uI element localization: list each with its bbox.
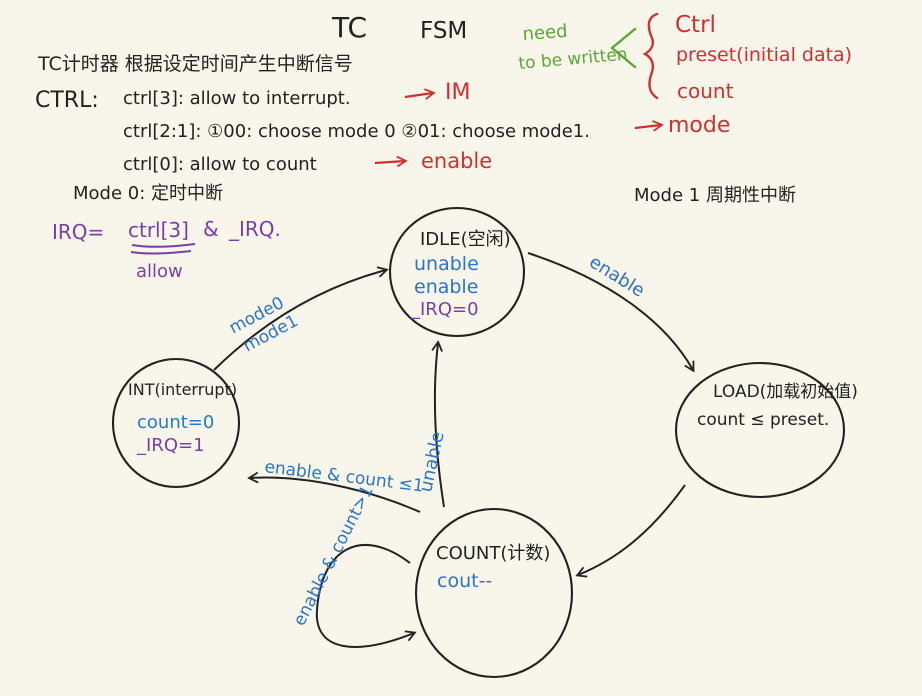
irq-formula: IRQ= ctrl[3] & _IRQ. allow bbox=[52, 217, 281, 282]
ctrl-line-3-arrow bbox=[404, 88, 436, 100]
transition-count-self-loop-label: enable & count>1 bbox=[290, 482, 378, 629]
state-load-title: LOAD(加载初始值) bbox=[713, 382, 858, 402]
need-item-count: count bbox=[677, 79, 734, 103]
state-idle-line1: unable bbox=[414, 253, 479, 275]
irq-note-allow: allow bbox=[136, 261, 183, 282]
subtitle: TC计时器 根据设定时间产生中断信号 bbox=[37, 53, 353, 75]
state-idle: IDLE(空闲) unable enable _IRQ=0 bbox=[388, 206, 526, 338]
red-brace bbox=[642, 12, 659, 100]
state-load-circle bbox=[674, 361, 846, 499]
transition-count-self-loop bbox=[315, 544, 417, 648]
state-idle-line2: enable bbox=[414, 276, 478, 298]
state-idle-title: IDLE(空闲) bbox=[420, 229, 511, 250]
irq-underline-2 bbox=[130, 250, 192, 255]
mode0-label: Mode 0: 定时中断 bbox=[73, 183, 223, 204]
transition-load-to-count bbox=[575, 484, 686, 578]
state-count-title: COUNT(计数) bbox=[436, 543, 550, 564]
state-int-title: INT(interrupt) bbox=[128, 380, 237, 399]
title-right: FSM bbox=[420, 18, 467, 44]
irq-and: & bbox=[203, 217, 219, 241]
need-to-be-written-block: need to be written Ctrl preset(initial d… bbox=[518, 12, 852, 103]
transition-count-to-int-label: enable & count ≤1 bbox=[263, 457, 424, 496]
irq-lhs: IRQ= bbox=[52, 220, 104, 244]
state-int-line1: count=0 bbox=[137, 412, 214, 433]
green-angle bbox=[610, 27, 637, 69]
ctrl-line-3: ctrl[3]: allow to interrupt. bbox=[123, 88, 351, 109]
ctrl-line-21-target: mode bbox=[668, 113, 730, 138]
irq-term2: _IRQ. bbox=[228, 217, 281, 241]
state-count: COUNT(计数) cout-- bbox=[414, 507, 574, 679]
header: TC FSM TC计时器 根据设定时间产生中断信号 bbox=[37, 11, 467, 75]
ctrl-line-21: ctrl[2:1]: ①00: choose mode 0 ②01: choos… bbox=[123, 121, 590, 142]
need-label-line1: need bbox=[522, 21, 568, 45]
title-left: TC bbox=[331, 11, 367, 44]
state-idle-line3: _IRQ=0 bbox=[410, 299, 479, 320]
ctrl-line-3-target: IM bbox=[445, 80, 470, 105]
mode1-label: Mode 1 周期性中断 bbox=[634, 185, 796, 206]
transition-int-to-idle bbox=[213, 266, 389, 371]
state-int-circle bbox=[111, 357, 241, 489]
need-item-ctrl: Ctrl bbox=[675, 12, 716, 38]
state-count-circle bbox=[414, 507, 574, 679]
irq-underline-1 bbox=[131, 243, 196, 248]
transition-idle-to-load bbox=[527, 252, 695, 373]
ctrl-line-0: ctrl[0]: allow to count bbox=[123, 154, 317, 175]
state-int-line2: _IRQ=1 bbox=[136, 435, 205, 456]
state-load-line1: count ≤ preset. bbox=[697, 410, 829, 430]
transition-count-to-int bbox=[247, 471, 421, 513]
transition-count-to-idle bbox=[431, 340, 445, 508]
need-item-preset: preset(initial data) bbox=[676, 44, 852, 66]
state-idle-circle bbox=[388, 206, 526, 338]
ctrl-line-0-target: enable bbox=[421, 149, 492, 173]
ctrl-section: CTRL: ctrl[3]: allow to interrupt. IM ct… bbox=[35, 80, 730, 175]
irq-term1: ctrl[3] bbox=[128, 218, 189, 242]
state-load: LOAD(加载初始值) count ≤ preset. bbox=[674, 361, 858, 499]
state-count-line1: cout-- bbox=[437, 570, 492, 592]
ctrl-line-21-arrow bbox=[634, 120, 664, 132]
ctrl-line-0-arrow bbox=[374, 155, 408, 168]
state-int: INT(interrupt) count=0 _IRQ=1 bbox=[111, 357, 241, 489]
ctrl-label: CTRL: bbox=[35, 88, 99, 113]
